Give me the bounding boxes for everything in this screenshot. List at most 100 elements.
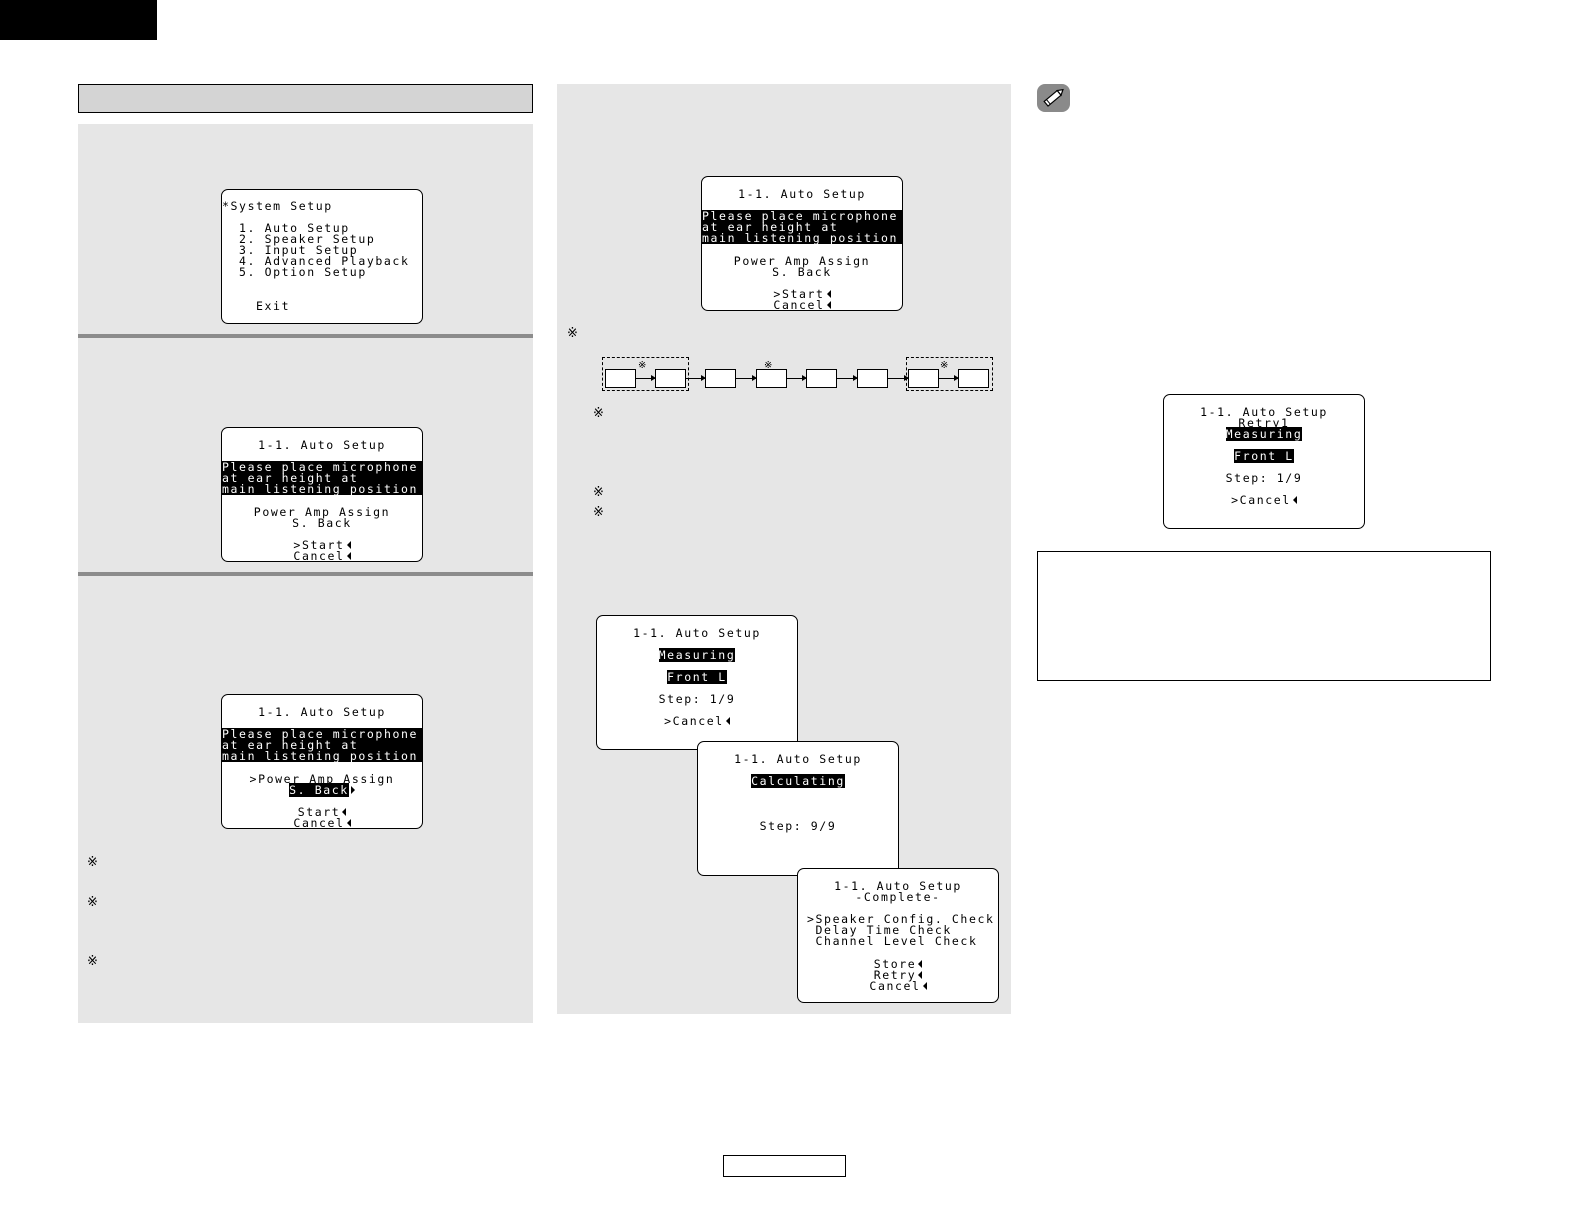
- flow-arrow-icon: [939, 375, 959, 381]
- triangle-left-icon: [346, 819, 351, 827]
- flow-group-bracket: [906, 357, 993, 391]
- osd-cancel: Cancel: [293, 549, 345, 562]
- reference-mark: ※: [593, 406, 604, 421]
- osd-title: 1-1. Auto Setup: [734, 752, 862, 766]
- osd-status: Measuring: [658, 648, 736, 662]
- osd-assign-value: S. Back: [292, 516, 352, 530]
- osd-calculating: 1-1. Auto Setup Calculating Step: 9/9: [697, 741, 899, 876]
- osd-cancel: Cancel: [869, 979, 921, 993]
- flow-step-box: [806, 369, 837, 388]
- osd-step: Step: 1/9: [658, 692, 736, 706]
- osd-auto-setup-assign: 1-1. Auto Setup Please place microphone …: [221, 694, 423, 829]
- panel-divider: [78, 572, 533, 576]
- pencil-icon: [1043, 88, 1064, 107]
- osd-instruction-highlight: Please place microphone at ear height at…: [222, 728, 422, 762]
- osd-assign-value: S. Back: [289, 783, 349, 797]
- osd-channel: Front L: [1234, 449, 1294, 463]
- osd-title: 1-1. Auto Setup: [834, 879, 962, 893]
- osd-power-amp-assign: Power Amp Assign: [733, 254, 871, 268]
- osd-retry-label: Retry1: [1238, 416, 1290, 430]
- osd-instruction-line: Please place microphone: [222, 727, 419, 741]
- osd-auto-setup-start: 1-1. Auto Setup Please place microphone …: [221, 427, 423, 562]
- osd-cancel: Cancel: [773, 298, 825, 311]
- pencil-note-icon: [1037, 84, 1070, 112]
- reference-mark: ※: [593, 485, 604, 500]
- triangle-left-icon: [1292, 496, 1297, 504]
- page-number-box: [723, 1155, 846, 1177]
- osd-complete: 1-1. Auto Setup -Complete- >Speaker Conf…: [797, 868, 999, 1003]
- flow-arrow-icon: [686, 375, 706, 381]
- reference-mark: ※: [593, 505, 604, 520]
- osd-check-item: >Speaker Config. Check: [807, 912, 995, 926]
- reference-mark: ※: [87, 855, 98, 870]
- triangle-left-icon: [826, 290, 831, 298]
- osd-instruction-line: at ear height at: [702, 220, 839, 234]
- triangle-left-icon: [346, 552, 351, 560]
- osd-subtitle: -Complete-: [855, 890, 941, 904]
- triangle-left-icon: [346, 541, 351, 549]
- osd-retry-measuring: 1-1. Auto Setup Retry1 Measuring Front L…: [1163, 394, 1365, 529]
- osd-start: Start: [297, 805, 341, 819]
- osd-title: 1-1. Auto Setup: [258, 705, 386, 719]
- triangle-left-icon: [725, 717, 730, 725]
- osd-channel: Front L: [667, 670, 727, 684]
- osd-instruction-line: Please place microphone: [222, 460, 419, 474]
- reference-mark: ※: [87, 954, 98, 969]
- triangle-left-icon: [922, 982, 927, 990]
- reference-mark: ※: [87, 895, 98, 910]
- triangle-right-icon: [350, 786, 355, 794]
- osd-instruction-line: main listening position: [222, 749, 419, 763]
- measurement-flow-diagram: ※ ※ ※: [602, 356, 997, 396]
- osd-title: *System Setup: [222, 199, 333, 213]
- flow-step-box: [655, 369, 686, 388]
- osd-status: Measuring: [1225, 427, 1303, 441]
- osd-instruction-line: main listening position: [702, 231, 899, 245]
- osd-power-amp-assign: >Power Amp Assign: [249, 772, 395, 786]
- osd-step: Step: 1/9: [1225, 471, 1303, 485]
- menu-item-option-setup: 5. Option Setup: [239, 265, 367, 279]
- osd-check-item: Channel Level Check: [807, 934, 978, 948]
- flow-step-box: [958, 369, 989, 388]
- osd-instruction-highlight: Please place microphone at ear height at…: [222, 461, 422, 495]
- osd-status: Calculating: [751, 774, 845, 788]
- reference-mark: ※: [940, 360, 949, 371]
- flow-arrow-icon: [787, 375, 807, 381]
- triangle-left-icon: [826, 301, 831, 309]
- osd-assign-value: S. Back: [772, 265, 832, 279]
- osd-cancel: >Cancel: [664, 714, 724, 728]
- osd-instruction-line: main listening position: [222, 482, 419, 496]
- osd-system-setup: *System Setup 1. Auto Setup 2. Speaker S…: [221, 189, 423, 324]
- osd-title: 1-1. Auto Setup: [738, 187, 866, 201]
- flow-arrow-icon: [636, 375, 656, 381]
- osd-instruction-line: at ear height at: [222, 471, 359, 485]
- note-box: [1037, 551, 1491, 681]
- menu-item-speaker-setup: 2. Speaker Setup: [239, 232, 376, 246]
- reference-mark: ※: [567, 326, 578, 341]
- menu-item-auto-setup: 1. Auto Setup: [239, 221, 350, 235]
- triangle-left-icon: [918, 971, 923, 979]
- flow-step-box: [857, 369, 888, 388]
- osd-cancel: Cancel: [293, 816, 345, 829]
- triangle-left-icon: [342, 808, 347, 816]
- flow-group-bracket: [602, 357, 689, 391]
- flow-arrow-icon: [888, 375, 909, 381]
- step-panel-3: 1-1. Auto Setup Please place microphone …: [78, 576, 533, 1023]
- osd-step: Step: 9/9: [759, 819, 837, 833]
- flow-arrow-icon: [736, 375, 757, 381]
- flow-step-box: [605, 369, 636, 388]
- osd-start: >Start: [773, 287, 825, 301]
- osd-title: 1-1. Auto Setup: [258, 438, 386, 452]
- flow-step-box: [756, 369, 787, 388]
- panel-divider: [78, 334, 533, 338]
- osd-start: >Start: [293, 538, 345, 552]
- menu-item-input-setup: 3. Input Setup: [239, 243, 359, 257]
- osd-instruction-line: Please place microphone: [702, 209, 899, 223]
- menu-item-advanced-playback: 4. Advanced Playback: [239, 254, 410, 268]
- menu-item-exit: Exit: [256, 299, 291, 313]
- section-header-bar: [78, 84, 533, 113]
- page-tab: [0, 0, 157, 40]
- flow-step-box: [705, 369, 736, 388]
- osd-instruction-highlight: Please place microphone at ear height at…: [702, 210, 902, 244]
- reference-mark: ※: [764, 360, 773, 371]
- flow-step-box: [908, 369, 939, 388]
